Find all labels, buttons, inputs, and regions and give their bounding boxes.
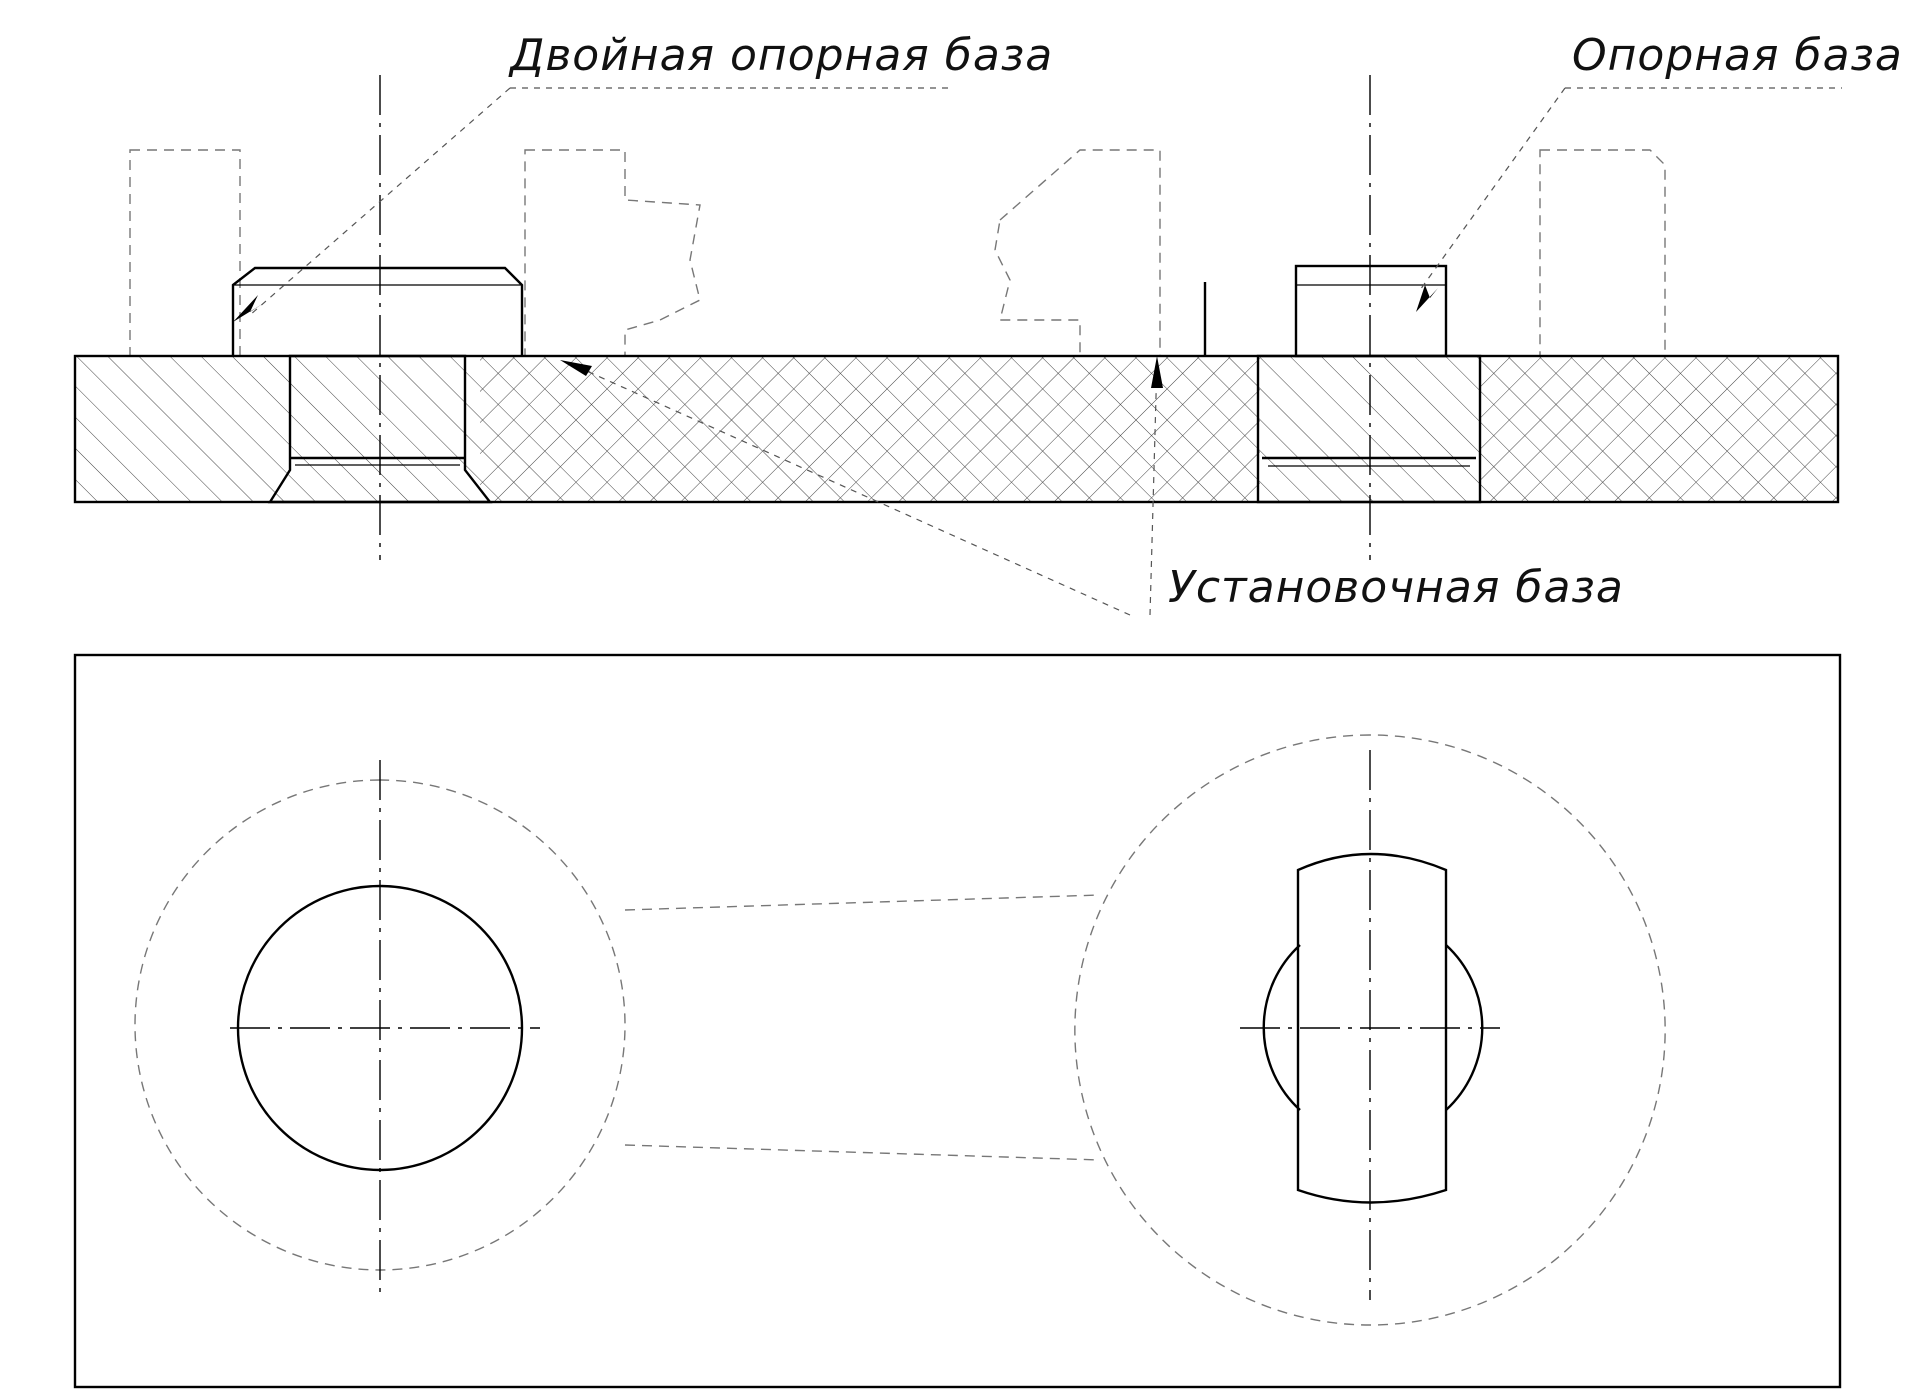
leader-installation: [560, 356, 1163, 616]
label-double-support-base: Двойная опорная база: [508, 30, 1053, 81]
label-installation-base: Установочная база: [1168, 562, 1624, 613]
plan-view: [73, 653, 1842, 1389]
section-view: Двойная опорная база Опорная база Устано…: [73, 30, 1903, 616]
base-plate-section: [73, 354, 1840, 504]
phantom-boss-right: [1074, 734, 1666, 1326]
leader-double-support: [233, 87, 511, 322]
base-plate-plan: [73, 653, 1842, 1389]
phantom-web-bottom: [624, 1144, 1101, 1161]
right-pin: [1203, 264, 1482, 504]
label-support-base: Опорная база: [1572, 30, 1903, 81]
phantom-fixture-left: [129, 149, 701, 357]
leader-support: [1416, 87, 1566, 312]
phantom-web-top: [624, 894, 1101, 911]
phantom-fixture-right: [994, 149, 1666, 357]
